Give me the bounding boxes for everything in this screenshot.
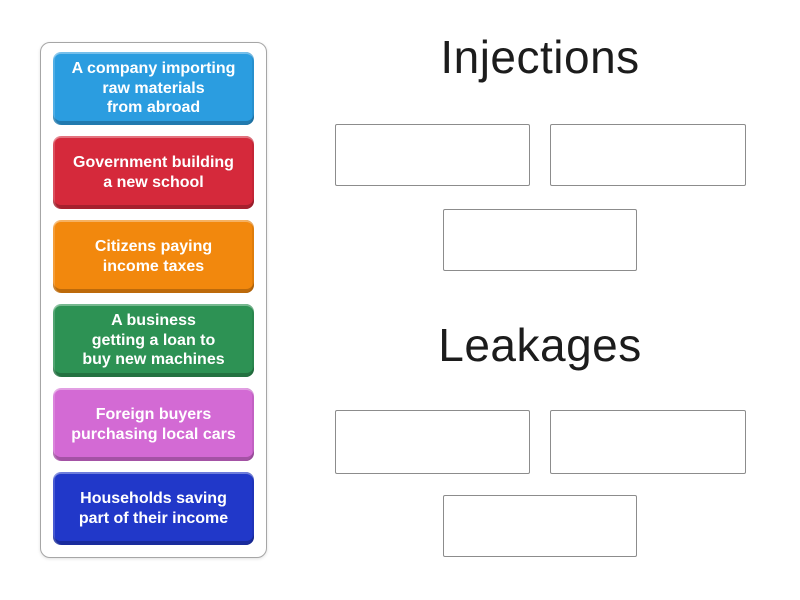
card-label: A business getting a loan to buy new mac… [82, 312, 225, 369]
drop-slot-injections-3[interactable] [443, 209, 637, 271]
drop-slot-leakages-3[interactable] [443, 495, 637, 557]
drop-slot-leakages-1[interactable] [335, 410, 530, 474]
word-bank: A company importing raw materials from a… [40, 42, 267, 558]
card-label: Government building a new school [73, 153, 234, 191]
word-bank-card[interactable]: Government building a new school [53, 136, 254, 209]
drop-slot-injections-2[interactable] [550, 124, 746, 186]
card-label: A company importing raw materials from a… [71, 60, 236, 117]
word-bank-card[interactable]: A company importing raw materials from a… [53, 52, 254, 125]
group-title-injections: Injections [440, 31, 640, 83]
word-bank-card[interactable]: Households saving part of their income [53, 472, 254, 545]
drop-slot-injections-1[interactable] [335, 124, 530, 186]
drop-slot-leakages-2[interactable] [550, 410, 746, 474]
card-label: Households saving part of their income [78, 489, 229, 527]
card-label: Citizens paying income taxes [94, 237, 213, 275]
group-title-leakages: Leakages [438, 319, 642, 371]
word-bank-card[interactable]: Citizens paying income taxes [53, 220, 254, 293]
word-bank-card[interactable]: A business getting a loan to buy new mac… [53, 304, 254, 377]
card-label: Foreign buyers purchasing local cars [71, 405, 236, 443]
word-bank-card[interactable]: Foreign buyers purchasing local cars [53, 388, 254, 461]
